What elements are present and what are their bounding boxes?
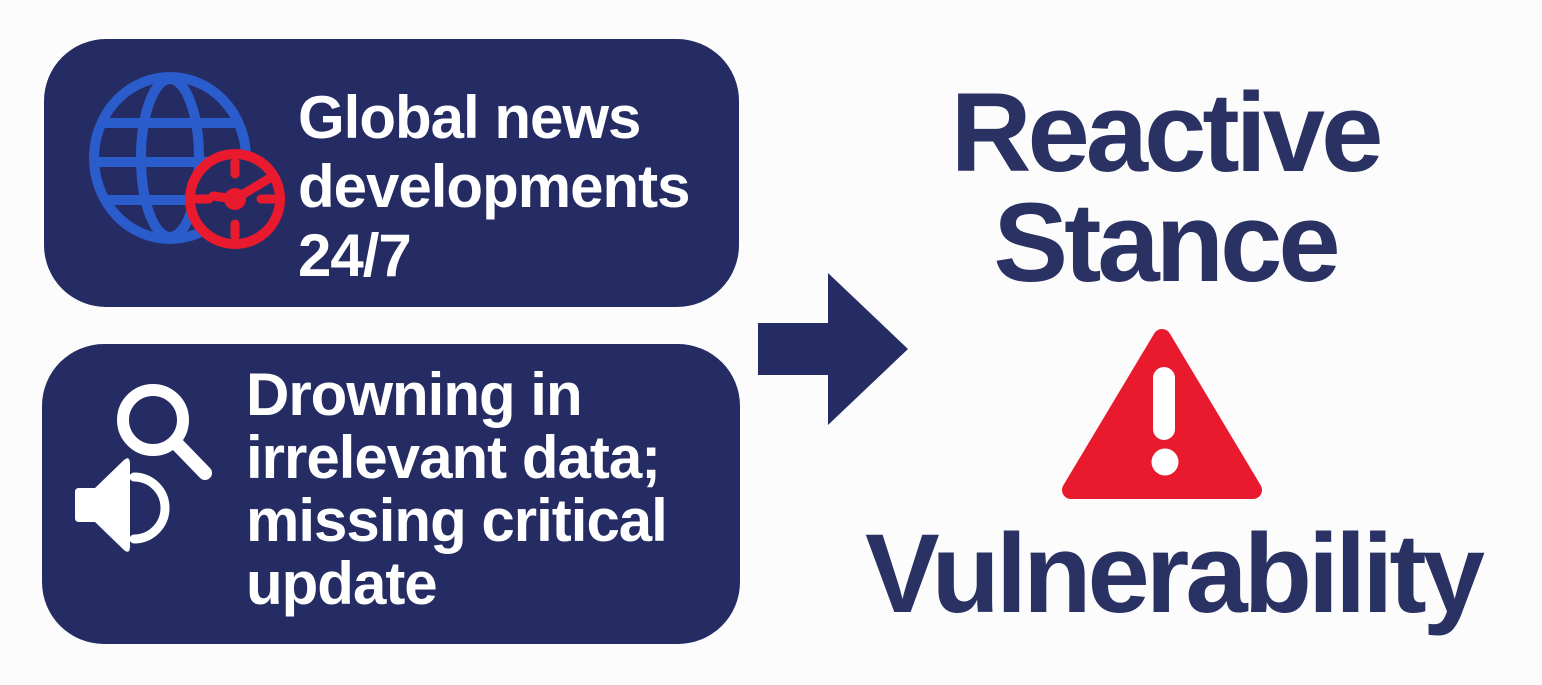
callout-line: 24/7 bbox=[298, 222, 412, 289]
clock-icon bbox=[185, 149, 285, 249]
callout-text: Drowning in irrelevant data; missing cri… bbox=[246, 361, 668, 617]
globe-clock-icon bbox=[89, 72, 285, 249]
callout-line: irrelevant data; bbox=[246, 424, 661, 491]
title-line-2: Stance bbox=[993, 180, 1340, 305]
callout-drowning-data: Drowning in irrelevant data; missing cri… bbox=[42, 344, 740, 644]
callout-line: developments bbox=[298, 153, 690, 220]
callout-global-news: Global news developments 24/7 bbox=[44, 39, 739, 307]
callout-line: Global news bbox=[298, 84, 641, 151]
callout-line: missing critical bbox=[246, 487, 668, 554]
arrow-right-icon bbox=[758, 273, 908, 425]
callout-text: Global news developments 24/7 bbox=[298, 83, 690, 290]
exclamation-dot bbox=[1151, 448, 1179, 476]
warning-triangle-icon bbox=[1062, 329, 1262, 499]
exclamation-bar bbox=[1153, 367, 1175, 440]
title-line-1: Reactive bbox=[950, 70, 1384, 195]
reactive-stance-title: Reactive Stance bbox=[880, 70, 1450, 305]
speaker-icon bbox=[75, 458, 170, 552]
callout-line: Drowning in bbox=[246, 361, 583, 428]
magnifier-icon bbox=[117, 384, 212, 480]
vulnerability-label: Vulnerability bbox=[864, 511, 1485, 636]
search-speaker-icon bbox=[75, 384, 212, 552]
callout-line: update bbox=[246, 550, 438, 617]
